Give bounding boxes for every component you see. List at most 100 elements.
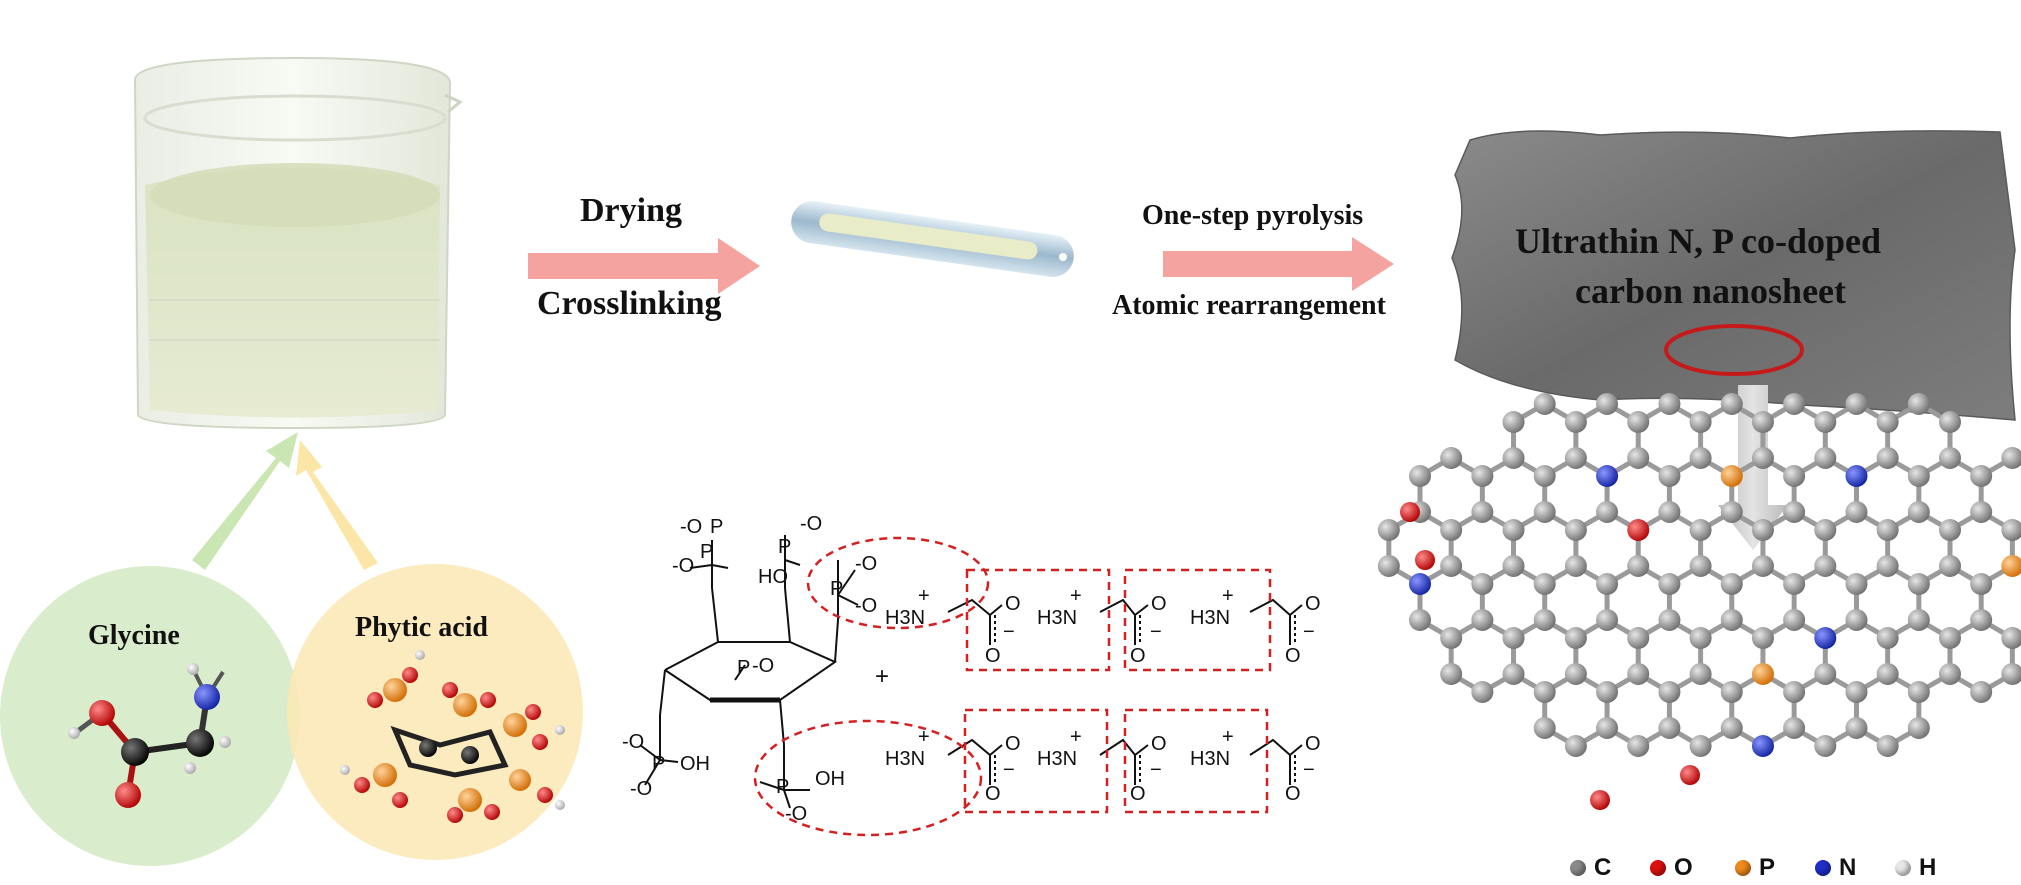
interaction-box-3: [963, 708, 1109, 814]
svg-text:O: O: [1285, 783, 1301, 805]
lattice-atom: [1845, 465, 1868, 487]
legend-atom-symbol: N: [1839, 854, 1857, 881]
lattice-atom: [1907, 501, 1930, 523]
lattice-atom: [1627, 627, 1650, 649]
lattice-atom: [1751, 555, 1774, 577]
lattice-atom: [1533, 717, 1556, 739]
process-arrow-1: [528, 238, 760, 294]
lattice-atom: [1658, 393, 1681, 415]
lattice-atom: [1845, 717, 1868, 739]
legend-item-n: N: [1815, 854, 1856, 882]
lattice-atom: [2001, 519, 2021, 541]
chem-text: -O P P -O HO P -O P -O -O P -O -O P OH -…: [622, 513, 1321, 825]
legend-atom-swatch: [1735, 860, 1751, 876]
svg-text:HO: HO: [758, 566, 788, 588]
lattice-atom: [1939, 447, 1962, 469]
lattice-atom: [1440, 663, 1463, 685]
lattice-atom: [1471, 501, 1494, 523]
lattice-atom: [1377, 555, 1400, 577]
lattice-atom: [1409, 609, 1431, 631]
lattice-atom: [1783, 609, 1806, 631]
lattice-atom: [1564, 663, 1587, 685]
svg-text:P: P: [778, 536, 791, 558]
lattice-atom: [1939, 627, 1962, 649]
lattice-atom: [1596, 681, 1619, 703]
lattice-atom: [1907, 465, 1930, 487]
lattice-atom: [1751, 447, 1774, 469]
lattice-atom: [1876, 519, 1899, 541]
lattice-atom: [1907, 609, 1930, 631]
svg-text:OH: OH: [815, 768, 845, 790]
legend-atom-symbol: C: [1594, 854, 1612, 881]
lattice-atom: [1627, 447, 1650, 469]
lattice-atom: [1533, 573, 1556, 595]
interaction-box-4: [1123, 708, 1269, 814]
svg-text:−: −: [1150, 621, 1162, 643]
product-title-line1: Ultrathin N, P co-doped: [1515, 221, 1882, 261]
lattice-atom: [1689, 735, 1712, 757]
interaction-box-1: [965, 568, 1111, 672]
lattice-atom: [1440, 447, 1463, 469]
lattice-atom: [1689, 663, 1712, 685]
svg-text:-O: -O: [672, 555, 694, 577]
legend-item-h: H: [1895, 854, 1936, 882]
lattice-atom: [1564, 447, 1587, 469]
lattice-atom: [1471, 465, 1494, 487]
lattice-atom: [1751, 627, 1774, 649]
lattice-atom: [1845, 681, 1868, 703]
lattice-atom: [1658, 573, 1681, 595]
lattice-atom: [1814, 663, 1837, 685]
svg-text:+: +: [875, 663, 889, 690]
svg-text:+: +: [918, 726, 930, 748]
svg-text:−: −: [1303, 759, 1315, 781]
lattice-atom: [1533, 681, 1556, 703]
lattice-atom: [1783, 393, 1806, 415]
legend-item-c: C: [1570, 854, 1611, 882]
lattice-atom: [1783, 501, 1806, 523]
legend-item-p: P: [1735, 854, 1775, 882]
lattice-atom: [1658, 501, 1681, 523]
product-title-line2: carbon nanosheet: [1575, 271, 1847, 311]
lattice-atom: [1970, 465, 1993, 487]
lattice-atom: [1596, 717, 1619, 739]
svg-text:O: O: [1130, 783, 1146, 805]
svg-text:P: P: [652, 753, 665, 775]
svg-text:−: −: [1003, 759, 1015, 781]
interaction-marks: [753, 536, 1272, 837]
beaker-illustration: [133, 56, 463, 430]
lattice-atom: [1658, 465, 1681, 487]
lattice-atom: [2001, 663, 2021, 685]
svg-text:-O: -O: [800, 513, 822, 535]
lattice-atom: [1814, 447, 1837, 469]
svg-text:+: +: [1070, 726, 1082, 748]
lattice-atom: [1502, 519, 1525, 541]
lattice-atom: [1970, 501, 1993, 523]
lattice-atom: [1783, 573, 1806, 595]
svg-text:H3N: H3N: [1037, 748, 1077, 770]
svg-text:O: O: [1305, 733, 1321, 755]
lattice-atom: [1658, 609, 1681, 631]
lattice-atom: [1440, 627, 1463, 649]
legend-atom-swatch: [1815, 860, 1831, 876]
svg-text:+: +: [1070, 585, 1082, 607]
svg-text:OH: OH: [680, 753, 710, 775]
glycine-circle: [0, 566, 300, 866]
lattice-atom: [1814, 735, 1837, 757]
lattice-atom: [1720, 717, 1743, 739]
step1-top-label: Drying: [580, 192, 682, 229]
legend-atom-symbol: H: [1919, 854, 1937, 881]
legend-atom-swatch: [1895, 860, 1911, 876]
lattice-atom: [1440, 519, 1463, 541]
glycine-zwitterions: [947, 598, 1303, 785]
svg-text:O: O: [1005, 733, 1021, 755]
lattice-atom: [1845, 393, 1868, 415]
svg-text:-O: -O: [855, 595, 877, 617]
lattice-atom: [1502, 411, 1525, 433]
lattice-atom: [1814, 555, 1837, 577]
lattice-atom: [1409, 465, 1431, 487]
svg-text:-O: -O: [630, 778, 652, 800]
lattice-atom: [1783, 717, 1806, 739]
svg-text:O: O: [985, 783, 1001, 805]
svg-text:O: O: [1151, 733, 1167, 755]
